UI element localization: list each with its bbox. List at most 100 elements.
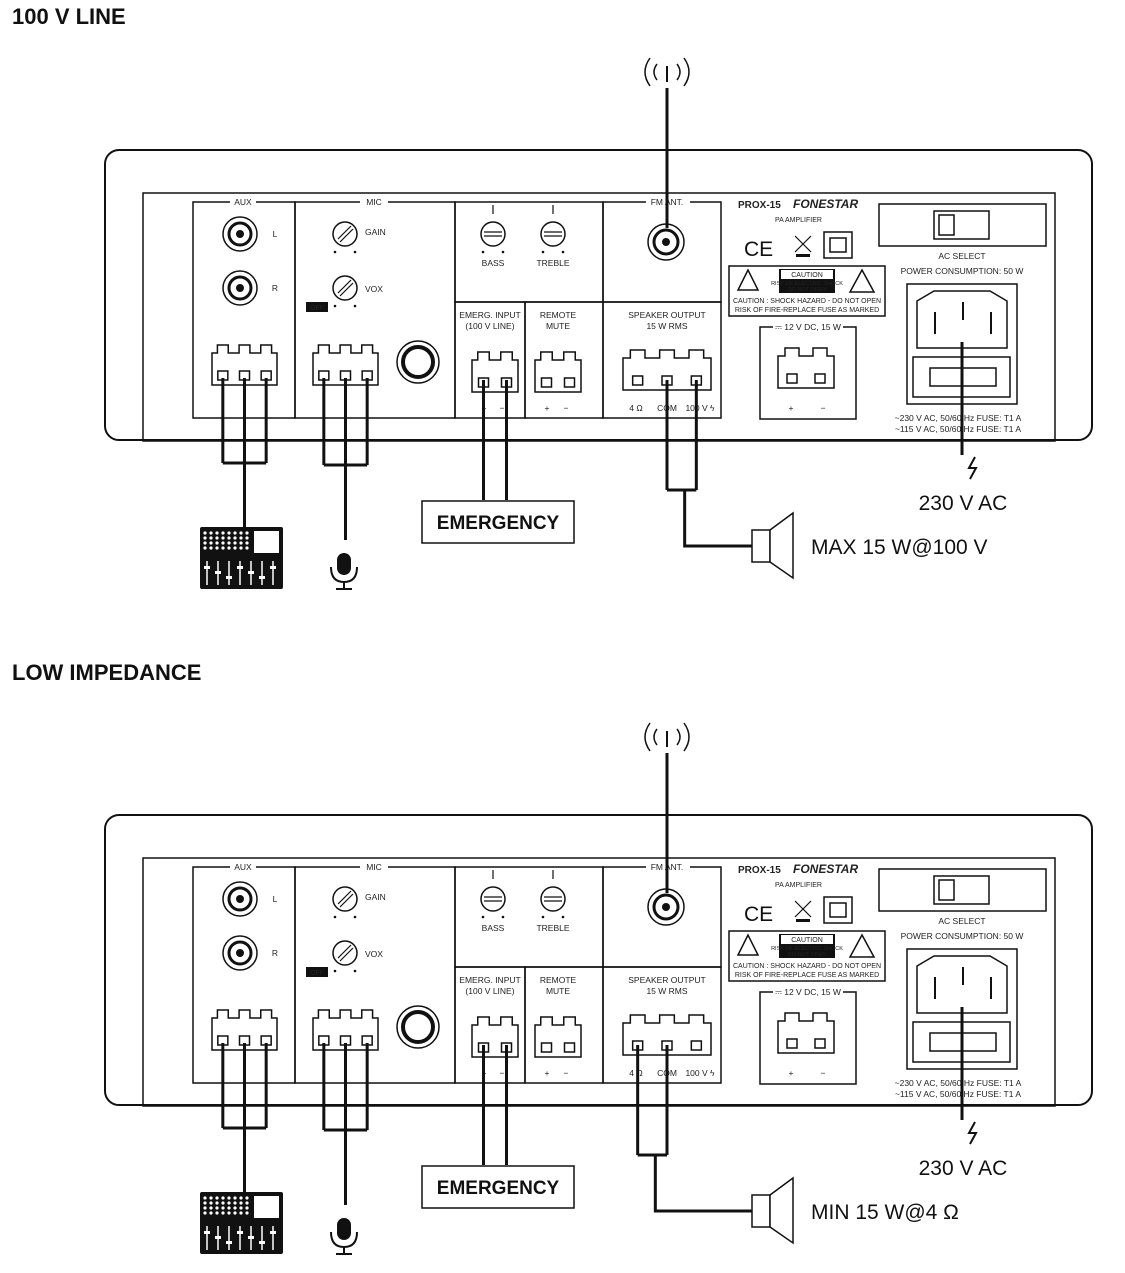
fuse-label-2: ~115 V AC, 50/60 Hz FUSE: T1 A bbox=[895, 1089, 1021, 1099]
caution-small-2: DO NOT OPEN bbox=[788, 952, 826, 958]
tone-section: BASS TREBLE bbox=[454, 866, 604, 968]
aux-r-label: R bbox=[272, 283, 278, 293]
remote-label-2: MUTE bbox=[546, 986, 570, 996]
off-label: OFF bbox=[310, 970, 324, 977]
rear-panel bbox=[142, 192, 1056, 442]
double-insulation-icon bbox=[823, 896, 853, 924]
emergency-label: EMERGENCY bbox=[437, 513, 560, 534]
emergency-label: EMERGENCY bbox=[437, 1178, 560, 1199]
speaker-power-label: 15 W RMS bbox=[646, 986, 687, 996]
knob bbox=[332, 940, 358, 966]
caution-title: CAUTION bbox=[791, 937, 823, 944]
terminal-4ohm-label: 4 Ω bbox=[629, 403, 642, 413]
speaker-power-label: 15 W RMS bbox=[646, 321, 687, 331]
mixer-icon bbox=[200, 1192, 283, 1254]
minus-label: − bbox=[500, 403, 505, 413]
speaker-icon bbox=[751, 511, 794, 580]
minus-label: − bbox=[821, 1068, 826, 1078]
dc-label: ⎓ 12 V DC, 15 W bbox=[775, 322, 841, 332]
treble-label: TREBLE bbox=[536, 923, 569, 933]
remote-label-2: MUTE bbox=[546, 321, 570, 331]
bass-label: BASS bbox=[482, 258, 505, 268]
emerg-label-1: EMERG. INPUT bbox=[459, 975, 520, 985]
bass-label: BASS bbox=[482, 923, 505, 933]
speaker-terminal bbox=[622, 1014, 712, 1056]
off-label: OFF bbox=[310, 305, 324, 312]
dc-input-section: ⎓ 12 V DC, 15 W+− bbox=[759, 986, 857, 1085]
remote-label-1: REMOTE bbox=[540, 310, 577, 320]
fuse-label-1: ~230 V AC, 50/60 Hz FUSE: T1 A bbox=[895, 1078, 1022, 1088]
ce-mark: CE bbox=[744, 903, 773, 926]
caution-line-2: RISK OF FIRE-REPLACE FUSE AS MARKED bbox=[735, 972, 879, 979]
mic-label: MIC bbox=[366, 197, 382, 207]
minus-label: − bbox=[564, 1068, 569, 1078]
caution-line-2: RISK OF FIRE-REPLACE FUSE AS MARKED bbox=[735, 307, 879, 314]
antenna-icon bbox=[644, 722, 690, 791]
double-insulation-icon bbox=[823, 231, 853, 259]
diagram-title: LOW IMPEDANCE bbox=[12, 660, 202, 685]
ac-input-label: 230 V AC bbox=[919, 1157, 1008, 1180]
aux-label: AUX bbox=[234, 862, 252, 872]
off-badge bbox=[306, 302, 328, 312]
gain-label: GAIN bbox=[365, 227, 386, 237]
model-label: PROX-15 bbox=[738, 865, 781, 876]
knob bbox=[480, 886, 506, 912]
rear-panel bbox=[142, 857, 1056, 1107]
mic-label: MIC bbox=[366, 862, 382, 872]
caution-line-1: CAUTION : SHOCK HAZARD - DO NOT OPEN bbox=[733, 298, 881, 305]
plus-label: + bbox=[789, 403, 794, 413]
knob bbox=[332, 886, 358, 912]
knob bbox=[540, 221, 566, 247]
gain-label: GAIN bbox=[365, 892, 386, 902]
ac-input-label: 230 V AC bbox=[919, 492, 1008, 515]
fuse-label-2: ~115 V AC, 50/60 Hz FUSE: T1 A bbox=[895, 424, 1021, 434]
diagram-title: 100 V LINE bbox=[12, 4, 126, 29]
power-consumption-label: POWER CONSUMPTION: 50 W bbox=[901, 266, 1024, 276]
dc-input-section: ⎓ 12 V DC, 15 W + − bbox=[759, 321, 857, 420]
speaker-rating-label: MIN 15 W@4 Ω bbox=[811, 1201, 959, 1224]
microphone-icon bbox=[330, 553, 358, 590]
knob bbox=[540, 886, 566, 912]
warning-icon bbox=[736, 933, 760, 956]
aux-l-label: L bbox=[273, 229, 278, 239]
microphone-icon bbox=[330, 1218, 358, 1255]
wiring bbox=[221, 126, 964, 548]
emerg-label-1: EMERG. INPUT bbox=[459, 310, 520, 320]
terminal-100v-label: 100 V ϟ bbox=[685, 1068, 715, 1078]
brand-label: FONESTAR bbox=[793, 197, 858, 211]
treble-label: TREBLE bbox=[536, 258, 569, 268]
speaker-terminal bbox=[622, 349, 712, 391]
emergency-box bbox=[421, 1165, 575, 1209]
vox-label: VOX bbox=[365, 284, 383, 294]
terminal-4ohm-label: 4 Ω bbox=[629, 1068, 642, 1078]
emerg-label-2: (100 V LINE) bbox=[465, 986, 514, 996]
caution-title: CAUTION bbox=[791, 272, 823, 279]
mixer-icon bbox=[200, 527, 283, 589]
minus-label: − bbox=[564, 403, 569, 413]
tone-section: BASS TREBLE bbox=[454, 201, 604, 303]
subtitle-label: PA AMPLIFIER bbox=[775, 882, 822, 889]
minus-label: − bbox=[821, 403, 826, 413]
wiring bbox=[221, 791, 964, 1213]
emergency-box bbox=[421, 500, 575, 544]
antenna-icon bbox=[644, 57, 690, 126]
minus-label: − bbox=[500, 1068, 505, 1078]
model-label: PROX-15 bbox=[738, 200, 781, 211]
lightning-icon bbox=[967, 1121, 978, 1145]
vox-label: VOX bbox=[365, 949, 383, 959]
caution-small-1: RISK OF ELECTRIC SHOCK bbox=[771, 281, 843, 287]
warning-icon bbox=[848, 933, 876, 958]
knob bbox=[332, 275, 358, 301]
plus-label: + bbox=[545, 403, 550, 413]
aux-r-label: R bbox=[272, 948, 278, 958]
plus-label: + bbox=[545, 1068, 550, 1078]
ac-select-label: AC SELECT bbox=[938, 916, 985, 926]
